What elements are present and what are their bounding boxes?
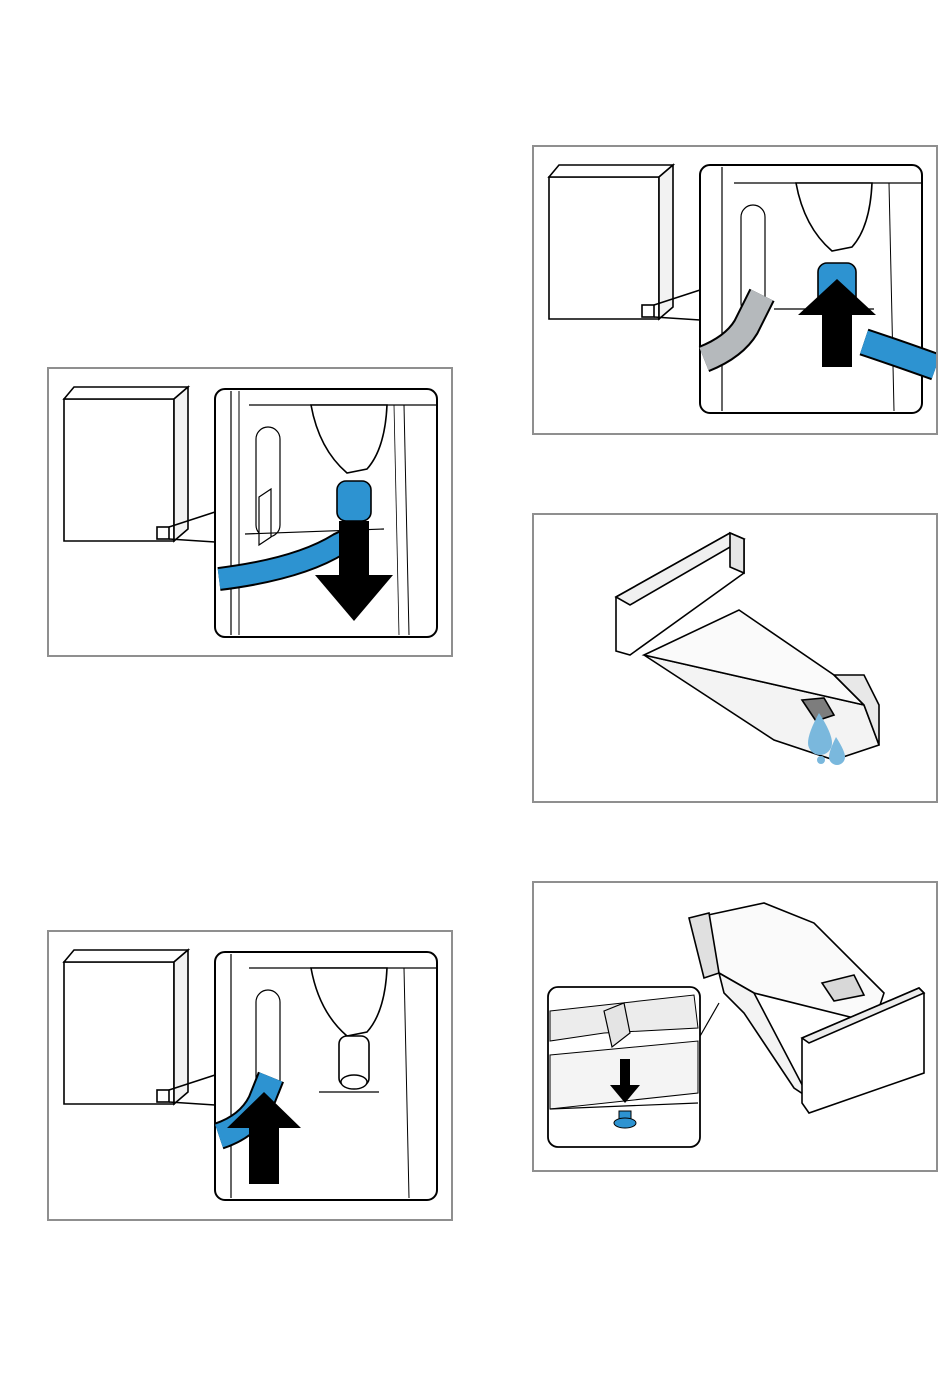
appliance-icon <box>64 387 215 542</box>
illustration-tray-draining <box>532 513 938 803</box>
illustration-drain-hose-reattach <box>47 930 453 1221</box>
illustration-tray-plug <box>532 881 938 1172</box>
appliance-icon <box>549 165 700 320</box>
tray-icon <box>689 903 924 1113</box>
tray-icon <box>616 533 879 760</box>
illustration-drain-hose-up <box>532 145 938 435</box>
detail-view <box>215 952 437 1200</box>
detail-view <box>215 389 437 637</box>
illustration-drain-hose-down <box>47 367 453 657</box>
detail-view <box>700 165 936 413</box>
appliance-icon <box>64 950 215 1105</box>
detail-view <box>548 987 700 1147</box>
